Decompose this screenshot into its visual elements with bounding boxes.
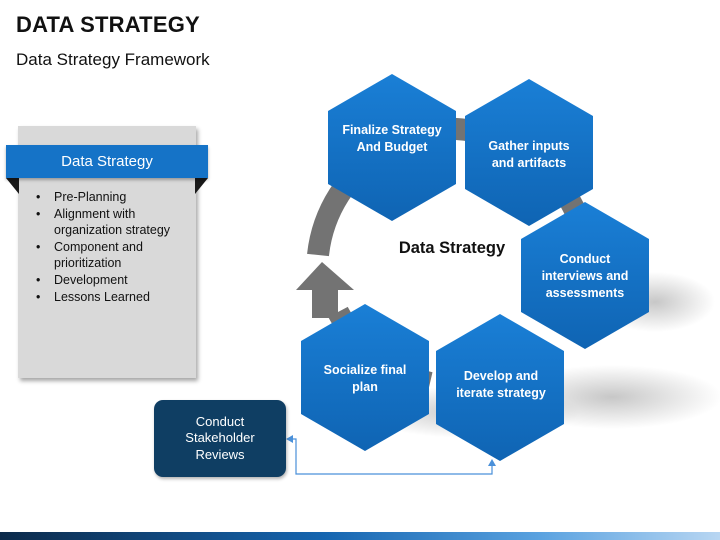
connector-arrowhead-icon <box>488 459 496 466</box>
bullet-text: Development <box>54 273 128 287</box>
stakeholder-review-label: Conduct Stakeholder Reviews <box>185 413 255 462</box>
footer-bar <box>0 532 720 540</box>
step-label-interviews: Conduct interviews and assessments <box>541 252 629 300</box>
bullet-text: Pre-Planning <box>54 190 127 204</box>
bullet-text: Lessons Learned <box>54 290 150 304</box>
bullet-text: Alignment with organization strategy <box>54 207 171 237</box>
hexagon <box>521 202 649 349</box>
step-label-finalize: Finalize Strategy And Budget <box>342 123 442 154</box>
ribbon-fold-right <box>195 178 208 194</box>
step-label-gather: Gather inputs and artifacts <box>488 139 570 170</box>
bullet-item: •Pre-Planning <box>36 190 127 204</box>
panel-header: Data Strategy <box>6 145 208 178</box>
bullet-list: •Pre-Planning •Alignment with organizati… <box>36 189 196 306</box>
connector-arrowhead-icon <box>286 435 293 443</box>
hexagon <box>301 304 429 451</box>
hexagon <box>465 79 593 226</box>
bullet-item: •Component and prioritization <box>36 240 143 270</box>
step-label-socialize: Socialize final plan <box>323 363 407 394</box>
review-connector <box>288 438 493 475</box>
ribbon-fold-left <box>6 178 19 194</box>
bullet-item: •Lessons Learned <box>36 290 150 304</box>
bullet-item: •Alignment with organization strategy <box>36 207 171 237</box>
hexagon <box>328 74 456 221</box>
step-label-develop: Develop and iterate strategy <box>456 369 546 400</box>
cycle-arrowhead-icon <box>296 262 354 318</box>
hexagon <box>436 314 564 461</box>
page-subtitle: Data Strategy Framework <box>16 50 210 69</box>
bullet-text: Component and prioritization <box>54 240 143 270</box>
cycle-center-label: Data Strategy <box>398 239 506 257</box>
stakeholder-review-box: Conduct Stakeholder Reviews <box>154 400 286 477</box>
bullet-item: •Development <box>36 273 128 287</box>
page-title: DATA STRATEGY <box>16 12 200 37</box>
